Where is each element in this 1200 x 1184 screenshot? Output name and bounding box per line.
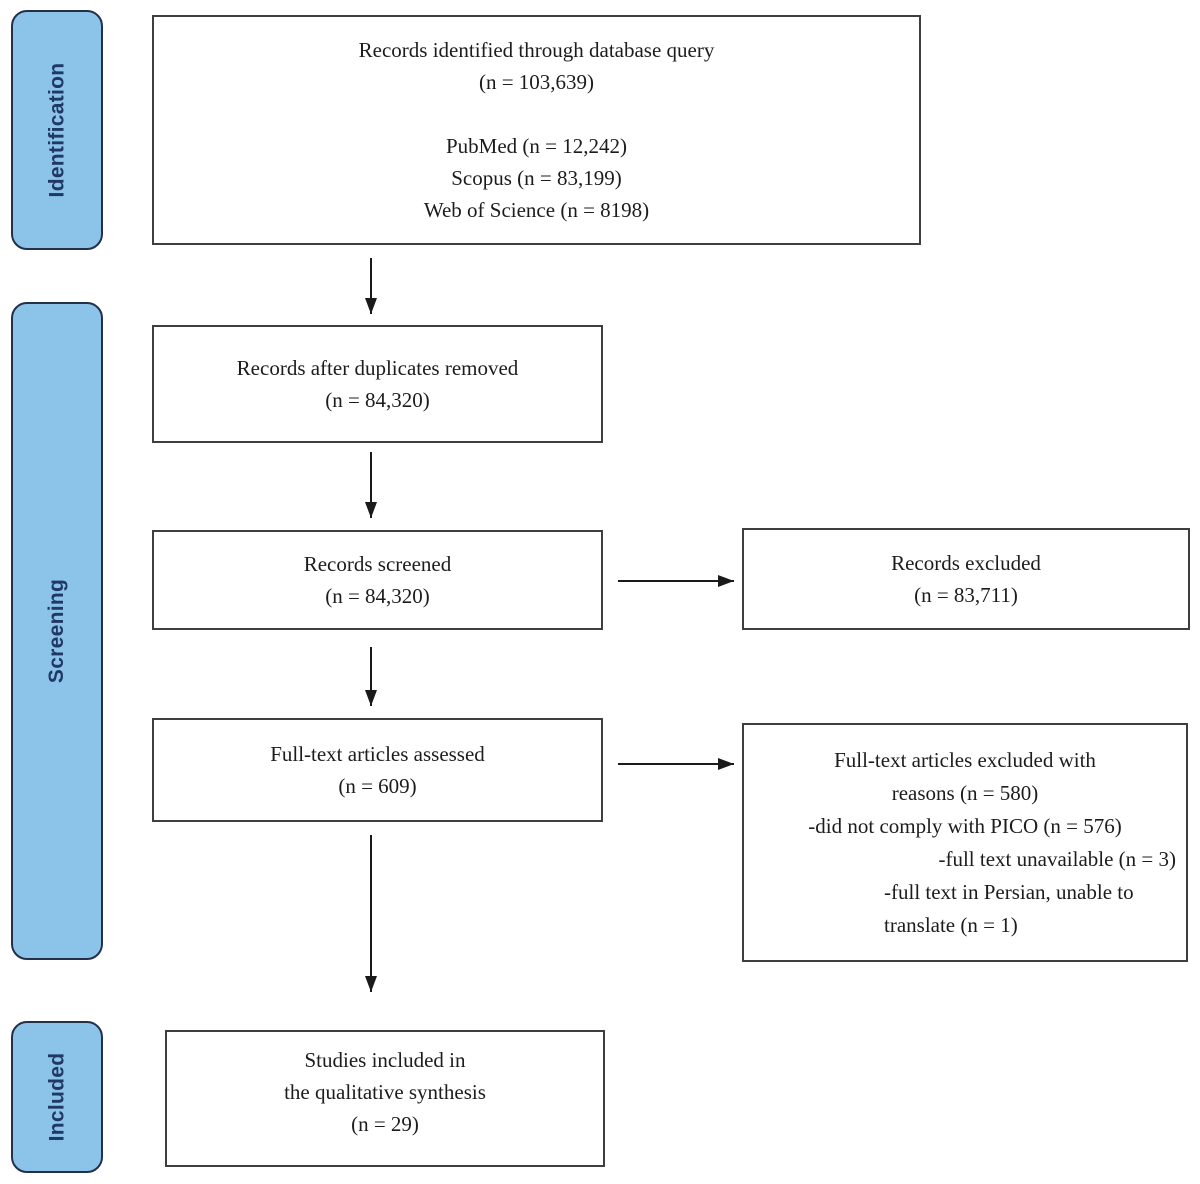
records-screened-count: (n = 84,320) (325, 584, 430, 608)
stage-included: Included (11, 1021, 103, 1173)
exclusion-reason-persian: -full text in Persian, unable to transla… (744, 876, 1186, 942)
box-studies-included: Studies included in the qualitative synt… (165, 1030, 605, 1167)
records-screened-title: Records screened (303, 552, 452, 576)
fulltext-excluded-title-line2: reasons (n = 580) (891, 780, 1039, 805)
stage-screening: Screening (11, 302, 103, 960)
records-identified-count: (n = 103,639) (478, 70, 595, 94)
exclusion-reason-unavailable: -full text unavailable (n = 3) (938, 846, 1176, 871)
stage-identification-label: Identification (45, 62, 68, 198)
exclusion-reason-persian-text: -full text in Persian, unable to transla… (884, 879, 1134, 937)
studies-included-line1: Studies included in (304, 1048, 466, 1072)
fulltext-excluded-title-line1: Full-text articles excluded with (834, 747, 1096, 772)
blank-line (154, 98, 919, 130)
box-records-excluded: Records excluded (n = 83,711) (742, 528, 1190, 630)
records-excluded-title: Records excluded (891, 551, 1041, 575)
studies-included-line2: the qualitative synthesis (284, 1080, 486, 1104)
stage-identification: Identification (11, 10, 103, 250)
stage-included-label: Included (45, 1052, 68, 1142)
records-excluded-count: (n = 83,711) (914, 583, 1018, 607)
records-identified-title: Records identified through database quer… (358, 38, 715, 62)
box-fulltext-assessed: Full-text articles assessed (n = 609) (152, 718, 603, 822)
source-scopus: Scopus (n = 83,199) (451, 166, 622, 190)
source-web-of-science: Web of Science (n = 8198) (423, 198, 650, 222)
stage-screening-label: Screening (45, 578, 69, 684)
fulltext-assessed-title: Full-text articles assessed (270, 742, 485, 766)
studies-included-count: (n = 29) (351, 1112, 419, 1136)
box-records-identified: Records identified through database quer… (152, 15, 921, 245)
box-records-screened: Records screened (n = 84,320) (152, 530, 603, 630)
box-fulltext-excluded: Full-text articles excluded with reasons… (742, 723, 1188, 962)
source-pubmed: PubMed (n = 12,242) (445, 134, 627, 158)
duplicates-removed-count: (n = 84,320) (325, 388, 430, 412)
duplicates-removed-title: Records after duplicates removed (236, 356, 519, 380)
box-duplicates-removed: Records after duplicates removed (n = 84… (152, 325, 603, 443)
fulltext-assessed-count: (n = 609) (338, 774, 417, 798)
exclusion-reason-pico: -did not comply with PICO (n = 576) (808, 813, 1122, 838)
